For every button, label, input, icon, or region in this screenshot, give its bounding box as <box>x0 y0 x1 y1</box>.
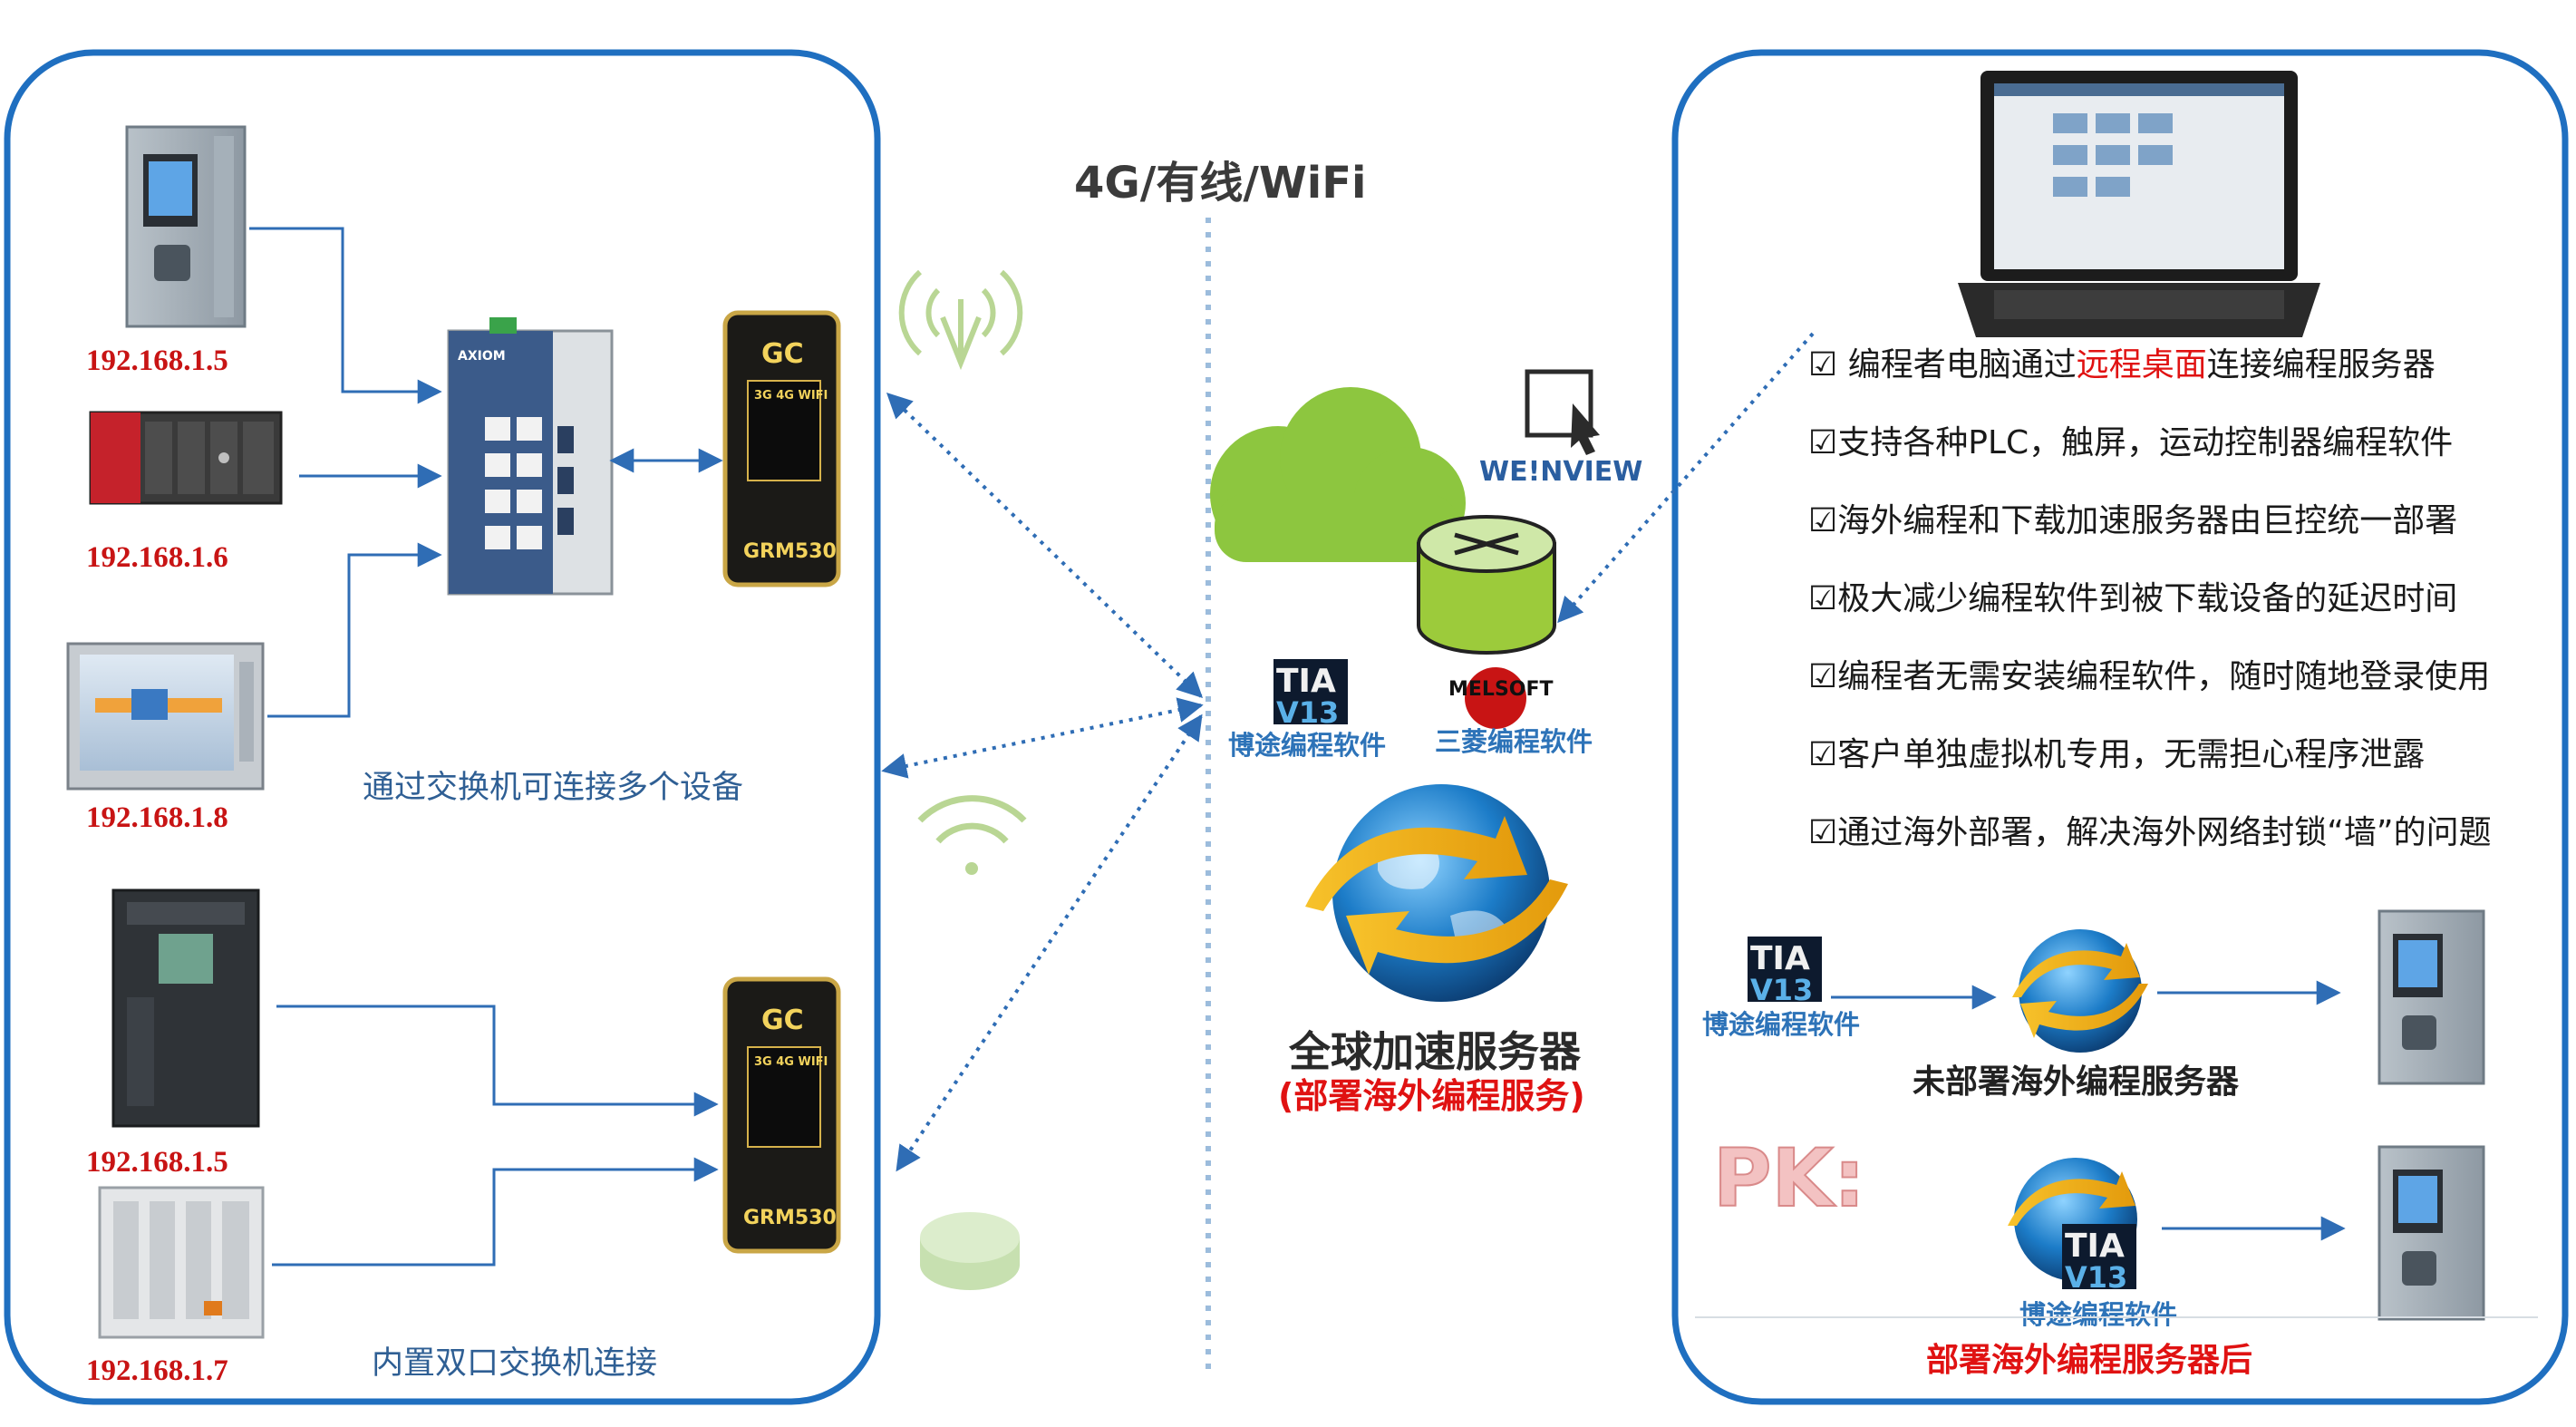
feature-item: ☑通过海外部署，解决海外网络封锁“墙”的问题 <box>1808 814 2492 851</box>
network-label: 4G/有线/WiFi <box>1074 158 1367 209</box>
tia-logo-line1: TIA <box>2065 1228 2125 1265</box>
device-ip: 192.168.1.5 <box>86 345 228 377</box>
mitsubishi-plc-icon <box>89 411 283 505</box>
device-ip: 192.168.1.5 <box>86 1146 228 1179</box>
gateway-grm530-icon <box>722 310 841 587</box>
ethernet-switch-icon <box>447 317 614 596</box>
feature-item: ☑海外编程和下载加速服务器由巨控统一部署 <box>1808 502 2457 539</box>
gateway-brand: GC <box>761 338 804 370</box>
tia-logo-line2: V13 <box>1750 973 1813 1007</box>
dual-port-caption: 内置双口交换机连接 <box>372 1345 657 1381</box>
device-connectors <box>249 227 723 1267</box>
gateway-brand: GC <box>761 1005 804 1036</box>
tia-logo-line2: V13 <box>1276 695 1339 730</box>
feature-item: ☑客户单独虚拟机专用，无需担心程序泄露 <box>1808 736 2425 773</box>
switch-brand: AXIOM <box>458 349 506 364</box>
tia-logo-line1: TIA <box>1750 940 1810 977</box>
globe-small-icon <box>2012 929 2148 1053</box>
device-ip: 192.168.1.7 <box>86 1354 228 1387</box>
melsoft-logo-icon <box>1465 667 1526 729</box>
switch-caption: 通过交换机可连接多个设备 <box>363 770 743 805</box>
gateway-grm530-icon <box>722 976 841 1254</box>
drive-device-icon <box>111 888 260 1128</box>
router-icon <box>1417 515 1556 655</box>
after-label: 部署海外编程服务器后 <box>1926 1342 2252 1379</box>
plc-device-icon <box>2377 1145 2485 1321</box>
pk-label: PK: <box>1713 1131 1865 1225</box>
weinview-logo: WE!NVIEW <box>1479 456 1642 488</box>
server-subtitle: (部署海外编程服务) <box>1278 1076 1585 1116</box>
feature-list: ☑ 编程者电脑通过远程桌面连接编程服务器 ☑支持各种PLC，触屏，运动控制器编程… <box>1808 346 2492 851</box>
motion-controller-icon <box>98 1186 265 1339</box>
device-ip: 192.168.1.8 <box>86 801 228 834</box>
network-links <box>881 332 1815 1172</box>
router-small-icon <box>920 1212 1020 1290</box>
feature-item: ☑ 编程者电脑通过远程桌面连接编程服务器 <box>1808 346 2436 383</box>
after-tia-label: 博途编程软件 <box>2019 1299 2177 1330</box>
feature-item: ☑支持各种PLC，触屏，运动控制器编程软件 <box>1808 424 2453 461</box>
cellular-tower-icon <box>898 269 1023 371</box>
melsoft-logo: MELSOFT <box>1448 678 1554 701</box>
gateway-badge: 3G 4G WIFI <box>754 389 828 403</box>
hmi-panel-icon <box>66 642 265 791</box>
server-title: 全球加速服务器 <box>1288 1027 1582 1076</box>
tia-logo-line2: V13 <box>2065 1260 2127 1295</box>
cloud-icon <box>1210 387 1466 562</box>
left-panel <box>4 49 881 1405</box>
tia-portal-logo-icon <box>2062 1224 2136 1289</box>
wifi-icon <box>917 795 1027 875</box>
feature-item: ☑极大减少编程软件到被下载设备的延迟时间 <box>1808 580 2457 617</box>
tia-logo-line1: TIA <box>1276 663 1336 700</box>
melsoft-label: 三菱编程软件 <box>1435 726 1593 757</box>
compare-tia-label: 博途编程软件 <box>1702 1009 1860 1040</box>
before-label: 未部署海外编程服务器 <box>1913 1063 2240 1101</box>
weinview-logo-icon <box>1525 369 1600 455</box>
device-ip: 192.168.1.6 <box>86 541 228 574</box>
tia-portal-logo-icon <box>1748 937 1822 1002</box>
tia-label: 博途编程软件 <box>1228 730 1386 761</box>
gateway-model: GRM530 <box>743 540 837 563</box>
global-server-globe-icon <box>1305 784 1568 1002</box>
plc-device-icon <box>125 125 247 328</box>
gateway-badge: 3G 4G WIFI <box>754 1055 828 1069</box>
plc-device-icon <box>2377 909 2485 1085</box>
right-panel <box>1671 49 2569 1405</box>
gateway-model: GRM530 <box>743 1207 837 1229</box>
tia-portal-logo-icon <box>1273 659 1348 724</box>
feature-item: ☑编程者无需安装编程软件，随时随地登录使用 <box>1808 658 2490 695</box>
laptop-icon <box>1958 71 2320 337</box>
